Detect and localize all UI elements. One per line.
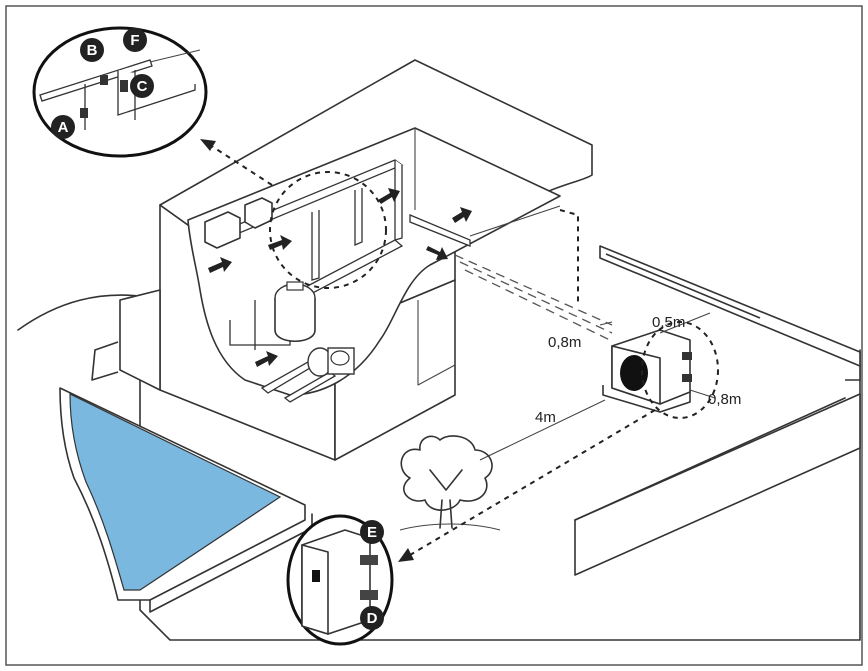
buried-pipes bbox=[454, 205, 613, 342]
zoom-callout-valves bbox=[32, 26, 208, 158]
dimension-label-front-clearance: 4m bbox=[535, 409, 556, 426]
valve-marker-d: D bbox=[360, 606, 384, 630]
callout-pointers bbox=[200, 139, 656, 562]
valve-marker-e: E bbox=[360, 520, 384, 544]
flow-arrows bbox=[208, 188, 472, 367]
valve-marker-f: F bbox=[123, 28, 147, 52]
dimension-label-side-clearance: 0,5m bbox=[652, 314, 685, 331]
diagram-frame bbox=[5, 5, 863, 666]
valve-marker-b: B bbox=[80, 38, 104, 62]
swimming-pool bbox=[59, 387, 313, 613]
dimension-label-pipe-run: 0,8m bbox=[548, 334, 581, 351]
pool-pump bbox=[307, 347, 355, 377]
svg-text:A: A bbox=[58, 119, 69, 136]
ground-outline bbox=[17, 294, 861, 641]
svg-text:F: F bbox=[130, 32, 139, 49]
dimension-label-rear-clearance: 0,8m bbox=[708, 391, 741, 408]
svg-text:D: D bbox=[367, 610, 378, 627]
svg-text:E: E bbox=[367, 524, 377, 541]
control-boxes bbox=[204, 197, 273, 249]
svg-text:C: C bbox=[137, 78, 148, 95]
heat-pump-unit bbox=[602, 329, 692, 413]
heat-pump-fan bbox=[620, 355, 648, 391]
highlight-circle-heat-pump bbox=[641, 321, 719, 419]
valve-marker-a: A bbox=[51, 115, 75, 139]
valve-marker-c: C bbox=[130, 74, 154, 98]
sand-filter bbox=[274, 281, 316, 342]
svg-text:B: B bbox=[87, 42, 98, 59]
highlight-circle-pipework bbox=[269, 171, 387, 289]
dimension-lines bbox=[479, 312, 716, 461]
tree-illustration bbox=[399, 435, 501, 531]
pool-water bbox=[69, 393, 282, 591]
garden-wall bbox=[574, 245, 861, 576]
